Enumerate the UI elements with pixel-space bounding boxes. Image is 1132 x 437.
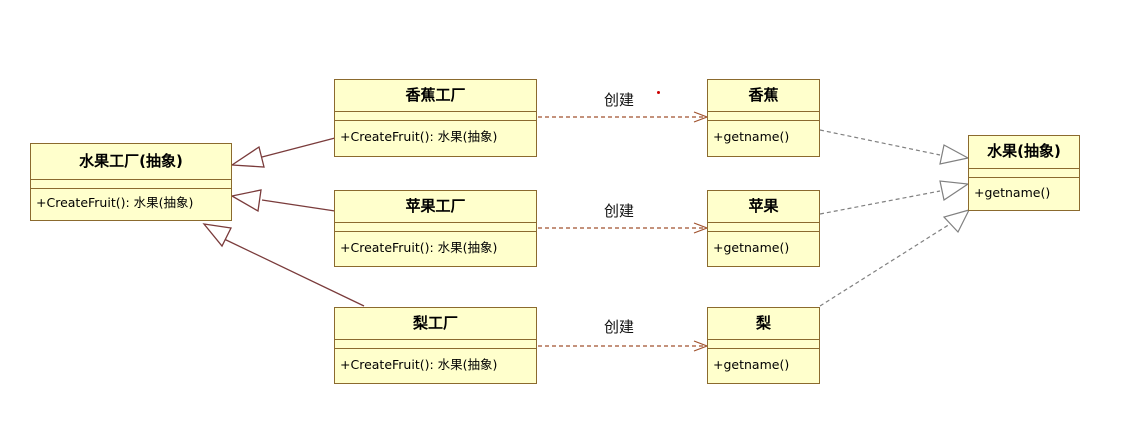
- class-pear-factory[interactable]: 梨工厂 +CreateFruit(): 水果(抽象): [334, 307, 537, 384]
- attributes-compartment: [335, 223, 536, 232]
- create-relation-label: 创建: [604, 318, 635, 336]
- operation: +getname(): [974, 185, 1051, 200]
- operation: +CreateFruit(): 水果(抽象): [340, 240, 498, 255]
- class-name: 苹果: [708, 191, 819, 223]
- operation: +getname(): [713, 240, 790, 255]
- class-abstract-fruit[interactable]: 水果(抽象) +getname(): [968, 135, 1080, 211]
- class-name: 香蕉: [708, 80, 819, 112]
- attributes-compartment: [708, 112, 819, 121]
- class-name: 梨工厂: [335, 308, 536, 340]
- class-name: 水果(抽象): [969, 136, 1079, 169]
- class-abstract-factory[interactable]: 水果工厂(抽象) +CreateFruit(): 水果(抽象): [30, 143, 232, 221]
- operation: +CreateFruit(): 水果(抽象): [340, 357, 498, 372]
- class-banana-factory[interactable]: 香蕉工厂 +CreateFruit(): 水果(抽象): [334, 79, 537, 157]
- inheritance-line-pear-factory: [221, 237, 365, 307]
- attributes-compartment: [335, 340, 536, 349]
- inheritance-line-apple-factory: [261, 199, 336, 212]
- realization-line-banana: [819, 129, 941, 156]
- stray-red-dot: [657, 91, 660, 94]
- attributes-compartment: [335, 112, 536, 121]
- class-name: 苹果工厂: [335, 191, 536, 223]
- attributes-compartment: [708, 340, 819, 349]
- create-relation-label: 创建: [604, 91, 635, 109]
- attributes-compartment: [31, 180, 231, 189]
- operation: +CreateFruit(): 水果(抽象): [340, 129, 498, 144]
- class-apple[interactable]: 苹果 +getname(): [707, 190, 820, 267]
- inheritance-arrowhead: [230, 145, 265, 168]
- realization-arrowhead: [939, 180, 970, 201]
- operation: +getname(): [713, 357, 790, 372]
- inheritance-arrowhead: [230, 189, 262, 213]
- create-relation-label: 创建: [604, 202, 635, 220]
- realization-line-apple: [819, 190, 941, 215]
- realization-line-pear: [819, 223, 951, 307]
- operation: +CreateFruit(): 水果(抽象): [36, 195, 194, 210]
- class-pear[interactable]: 梨 +getname(): [707, 307, 820, 384]
- class-apple-factory[interactable]: 苹果工厂 +CreateFruit(): 水果(抽象): [334, 190, 537, 267]
- realization-arrowhead: [939, 144, 970, 165]
- attributes-compartment: [969, 169, 1079, 178]
- class-name: 水果工厂(抽象): [31, 144, 231, 180]
- inheritance-line-banana-factory: [261, 137, 336, 158]
- attributes-compartment: [708, 223, 819, 232]
- inheritance-arrowhead: [202, 223, 232, 248]
- class-banana[interactable]: 香蕉 +getname(): [707, 79, 820, 157]
- class-name: 梨: [708, 308, 819, 340]
- operation: +getname(): [713, 129, 790, 144]
- class-name: 香蕉工厂: [335, 80, 536, 112]
- realization-arrowhead: [942, 209, 971, 234]
